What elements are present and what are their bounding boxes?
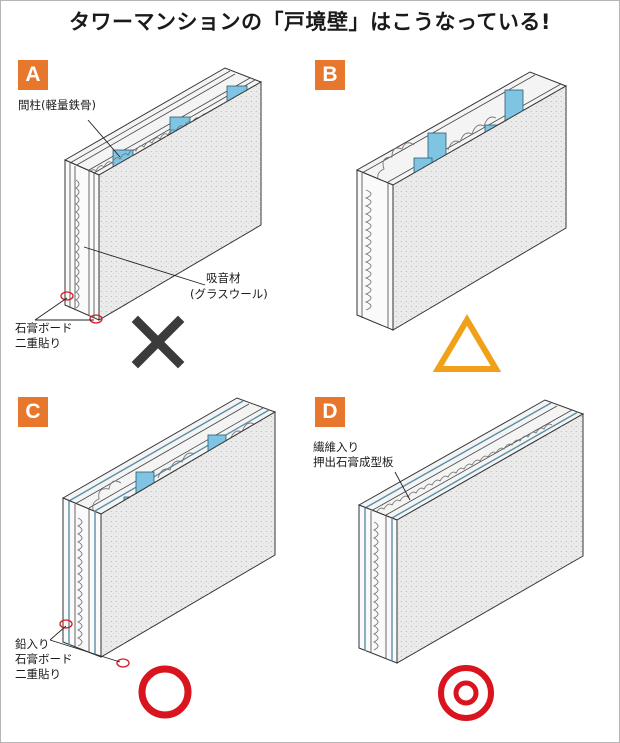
wall-diagram-d <box>357 399 585 664</box>
label-insulation-sub: (グラスウール) <box>190 287 268 301</box>
label-fiber-reinforced: 繊維入り <box>313 440 359 454</box>
label-lead-filled: 鉛入り <box>15 637 50 651</box>
rating-cross-icon <box>131 315 185 369</box>
label-gypsum-board: 石膏ボード <box>15 321 73 335</box>
rating-circle-icon <box>138 665 192 719</box>
label-gypsum-board-c: 石膏ボード <box>15 652 73 666</box>
panel-b-badge: B <box>315 60 345 90</box>
panel-a-badge: A <box>18 60 48 90</box>
insulation-coil-a <box>87 109 217 176</box>
label-stud: 間柱(軽量鉄骨) <box>18 98 96 112</box>
label-double-layer: 二重貼り <box>15 336 61 350</box>
rating-double-circle-icon <box>438 665 494 721</box>
wall-diagram-b <box>355 71 568 331</box>
label-insulation: 吸音材 <box>206 271 241 285</box>
wall-diagram-a <box>34 67 263 324</box>
panel-d-badge: D <box>315 397 345 427</box>
panel-c-badge: C <box>18 397 48 427</box>
label-extruded-gypsum-panel: 押出石膏成型板 <box>313 455 394 469</box>
rating-triangle-icon <box>432 314 502 372</box>
wall-diagram-c <box>49 397 277 668</box>
label-double-layer-c: 二重貼り <box>15 667 61 681</box>
page-title: タワーマンションの「戸境壁」はこうなっている! <box>68 10 552 34</box>
